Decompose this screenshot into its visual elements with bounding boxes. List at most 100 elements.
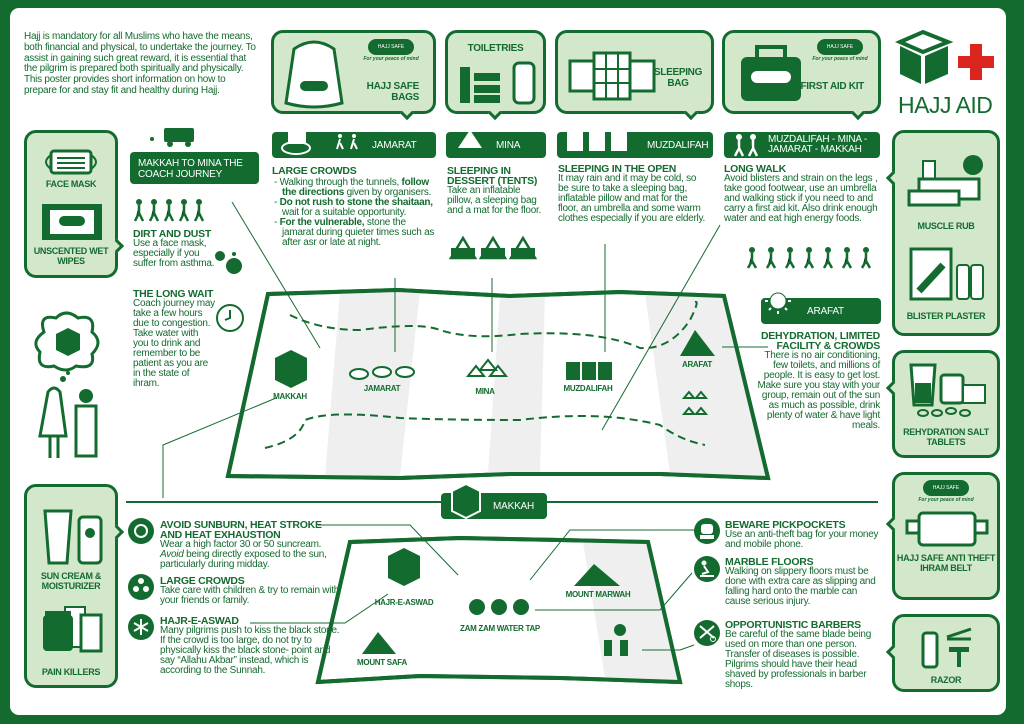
hajj-aid-logo: HAJJ AID bbox=[894, 29, 1006, 120]
blister-plaster-icon bbox=[909, 247, 984, 301]
hajj-safe-badge: HAJJ SAFE bbox=[817, 39, 863, 55]
card-label: HAJJ SAFE BAGS bbox=[366, 81, 420, 103]
card-toiletries: TOILETRIES bbox=[445, 30, 546, 121]
section-text: It may rain and it may be cold, so be su… bbox=[558, 173, 706, 224]
section-title: LARGE CROWDS bbox=[272, 165, 357, 177]
card-razor: RAZOR bbox=[885, 614, 1000, 692]
item-label: SUN CREAM & MOISTURIZER bbox=[40, 571, 102, 591]
card-rehydration: REHYDRATION SALT TABLETS bbox=[885, 350, 1000, 458]
section-text: Avoid blisters and strain on the legs , … bbox=[724, 173, 878, 224]
kaaba-icon bbox=[451, 482, 481, 520]
text: wait for a suitable opportunity. bbox=[282, 207, 407, 218]
hajj-safe-badge: HAJJ SAFE bbox=[368, 39, 414, 55]
item-label: BLISTER PLASTER bbox=[906, 311, 986, 321]
map-label-jamarat: JAMARAT bbox=[363, 384, 401, 393]
item-label: RAZOR bbox=[930, 675, 962, 685]
bullet: - Walking through the tunnels, follow th… bbox=[274, 177, 432, 198]
pilgrims-thinking-illustration bbox=[34, 311, 100, 458]
bullet: - Do not rush to stone the shaitaan, wai… bbox=[274, 197, 433, 218]
item-label: PAIN KILLERS bbox=[41, 667, 101, 677]
logo-title: HAJJ AID bbox=[898, 92, 993, 118]
slip-icon bbox=[694, 556, 720, 582]
map-label-arafat: ARAFAT bbox=[681, 360, 713, 369]
tip-sunburn: AVOID SUNBURN, HEAT STROKE AND HEAT EXHA… bbox=[160, 520, 340, 570]
pain-killers-icon bbox=[43, 606, 103, 653]
bold-text: Do not rush to stone the shaitaan, bbox=[279, 197, 433, 208]
section-text: There is no air conditioning, few toilet… bbox=[757, 350, 881, 431]
sun-icon bbox=[128, 518, 154, 544]
header-jamarat: JAMARAT bbox=[272, 128, 436, 158]
clock-icon bbox=[216, 304, 244, 332]
text: given by organisers. bbox=[344, 187, 432, 198]
tip-title: AVOID SUNBURN, HEAT STROKE AND HEAT EXHA… bbox=[160, 519, 322, 541]
tip-title: HAJR-E-ASWAD bbox=[160, 615, 239, 627]
tip-title: OPPORTUNISTIC BARBERS bbox=[725, 619, 861, 631]
text: stone the jamarat during quieter times s… bbox=[282, 217, 435, 248]
header-label: MUZDALIFAH - MINA - JAMARAT - MAKKAH bbox=[768, 134, 867, 155]
family-icon bbox=[128, 574, 154, 600]
pilgrims-icon bbox=[133, 199, 205, 222]
card-first-aid-kit: HAJJ SAFE For your peace of mind FIRST A… bbox=[722, 30, 881, 121]
bold-text: For the vulnerable, bbox=[279, 217, 365, 228]
tent-icon bbox=[458, 130, 482, 148]
hajj-safe-tagline: For your peace of mind bbox=[812, 56, 868, 62]
item-label: FACE MASK bbox=[45, 179, 97, 189]
tip-title: LARGE CROWDS bbox=[160, 575, 245, 587]
tip-title: MARBLE FLOORS bbox=[725, 556, 814, 568]
item-label: UNSCENTED WET WIPES bbox=[33, 246, 109, 266]
map-label-muzdalifah: MUZDALIFAH bbox=[563, 384, 613, 393]
card-muscle-rub-blister: MUSCLE RUB BLISTER PLASTER bbox=[885, 130, 1000, 336]
tip-text: Take care with children & try to remain … bbox=[160, 585, 340, 606]
tents-icon bbox=[448, 235, 538, 260]
hajj-safe-tagline: For your peace of mind bbox=[363, 56, 419, 62]
muscle-rub-icon bbox=[907, 155, 983, 207]
bullet: - For the vulnerable, stone the jamarat … bbox=[274, 217, 435, 248]
kaaba-icon bbox=[894, 29, 954, 84]
card-anti-theft-belt: HAJJ SAFE For your peace of mind HAJJ SA… bbox=[885, 472, 1000, 600]
card-hajj-safe-bags: HAJJ SAFE For your peace of mind HAJJ SA… bbox=[271, 30, 436, 121]
tip-text: Walking on slippery floors must be done … bbox=[725, 566, 876, 607]
card-label: SLEEPING BAG bbox=[653, 67, 703, 89]
red-cross-icon bbox=[958, 44, 994, 80]
tip-text: Be careful of the same blade being used … bbox=[725, 629, 872, 690]
header-label: MAKKAH bbox=[493, 501, 535, 512]
section-title: DEHYDRATION, LIMITED FACILITY & CROWDS bbox=[760, 330, 880, 352]
text: being directly exposed to the sun, parti… bbox=[160, 549, 327, 570]
header-mina: MINA bbox=[446, 130, 546, 158]
hajj-safe-badge: HAJJ SAFE bbox=[923, 480, 969, 496]
scissors-icon bbox=[694, 620, 720, 646]
card-sleeping-bag: SLEEPING BAG bbox=[555, 30, 714, 121]
card-suncream-painkillers: SUN CREAM & MOISTURIZER PAIN KILLERS bbox=[24, 484, 125, 688]
hajj-safe-tagline: For your peace of mind bbox=[918, 497, 974, 503]
section-title: THE LONG WAIT bbox=[133, 288, 214, 300]
card-face-mask-wipes: FACE MASK UNSCENTED WET WIPES bbox=[24, 130, 125, 278]
jamarat-section: LARGE CROWDS - Walking through the tunne… bbox=[272, 166, 437, 248]
sparkle-icon bbox=[128, 614, 154, 640]
map-label-zamzam: ZAM ZAM WATER TAP bbox=[460, 624, 540, 633]
section-title: LONG WALK bbox=[724, 163, 786, 175]
sleeping-bags-icon bbox=[567, 131, 627, 151]
section-title: SLEEPING IN DESSERT (TENTS) bbox=[447, 165, 538, 187]
toiletries-icon bbox=[460, 61, 536, 105]
wet-wipes-icon bbox=[42, 204, 102, 240]
section-text: Use a face mask, especially if you suffe… bbox=[133, 238, 215, 269]
header-long-walk: MUZDALIFAH - MINA - JAMARAT - MAKKAH bbox=[724, 132, 880, 158]
map-label-hajr: HAJR-E-ASWAD bbox=[374, 598, 434, 607]
header-muzdalifah: MUZDALIFAH bbox=[557, 131, 713, 158]
razor-icon bbox=[921, 627, 972, 669]
item-label: HAJJ SAFE ANTI THEFT IHRAM BELT bbox=[896, 553, 996, 573]
item-label: MUSCLE RUB bbox=[917, 221, 975, 231]
header-coach-journey: MAKKAH TO MINA THE COACH JOURNEY bbox=[130, 152, 259, 184]
header-arafat: ARAFAT bbox=[761, 288, 881, 324]
text: Walking through the tunnels, bbox=[279, 177, 402, 188]
header-makkah: MAKKAH bbox=[441, 482, 547, 520]
header-label: ARAFAT bbox=[807, 306, 844, 317]
